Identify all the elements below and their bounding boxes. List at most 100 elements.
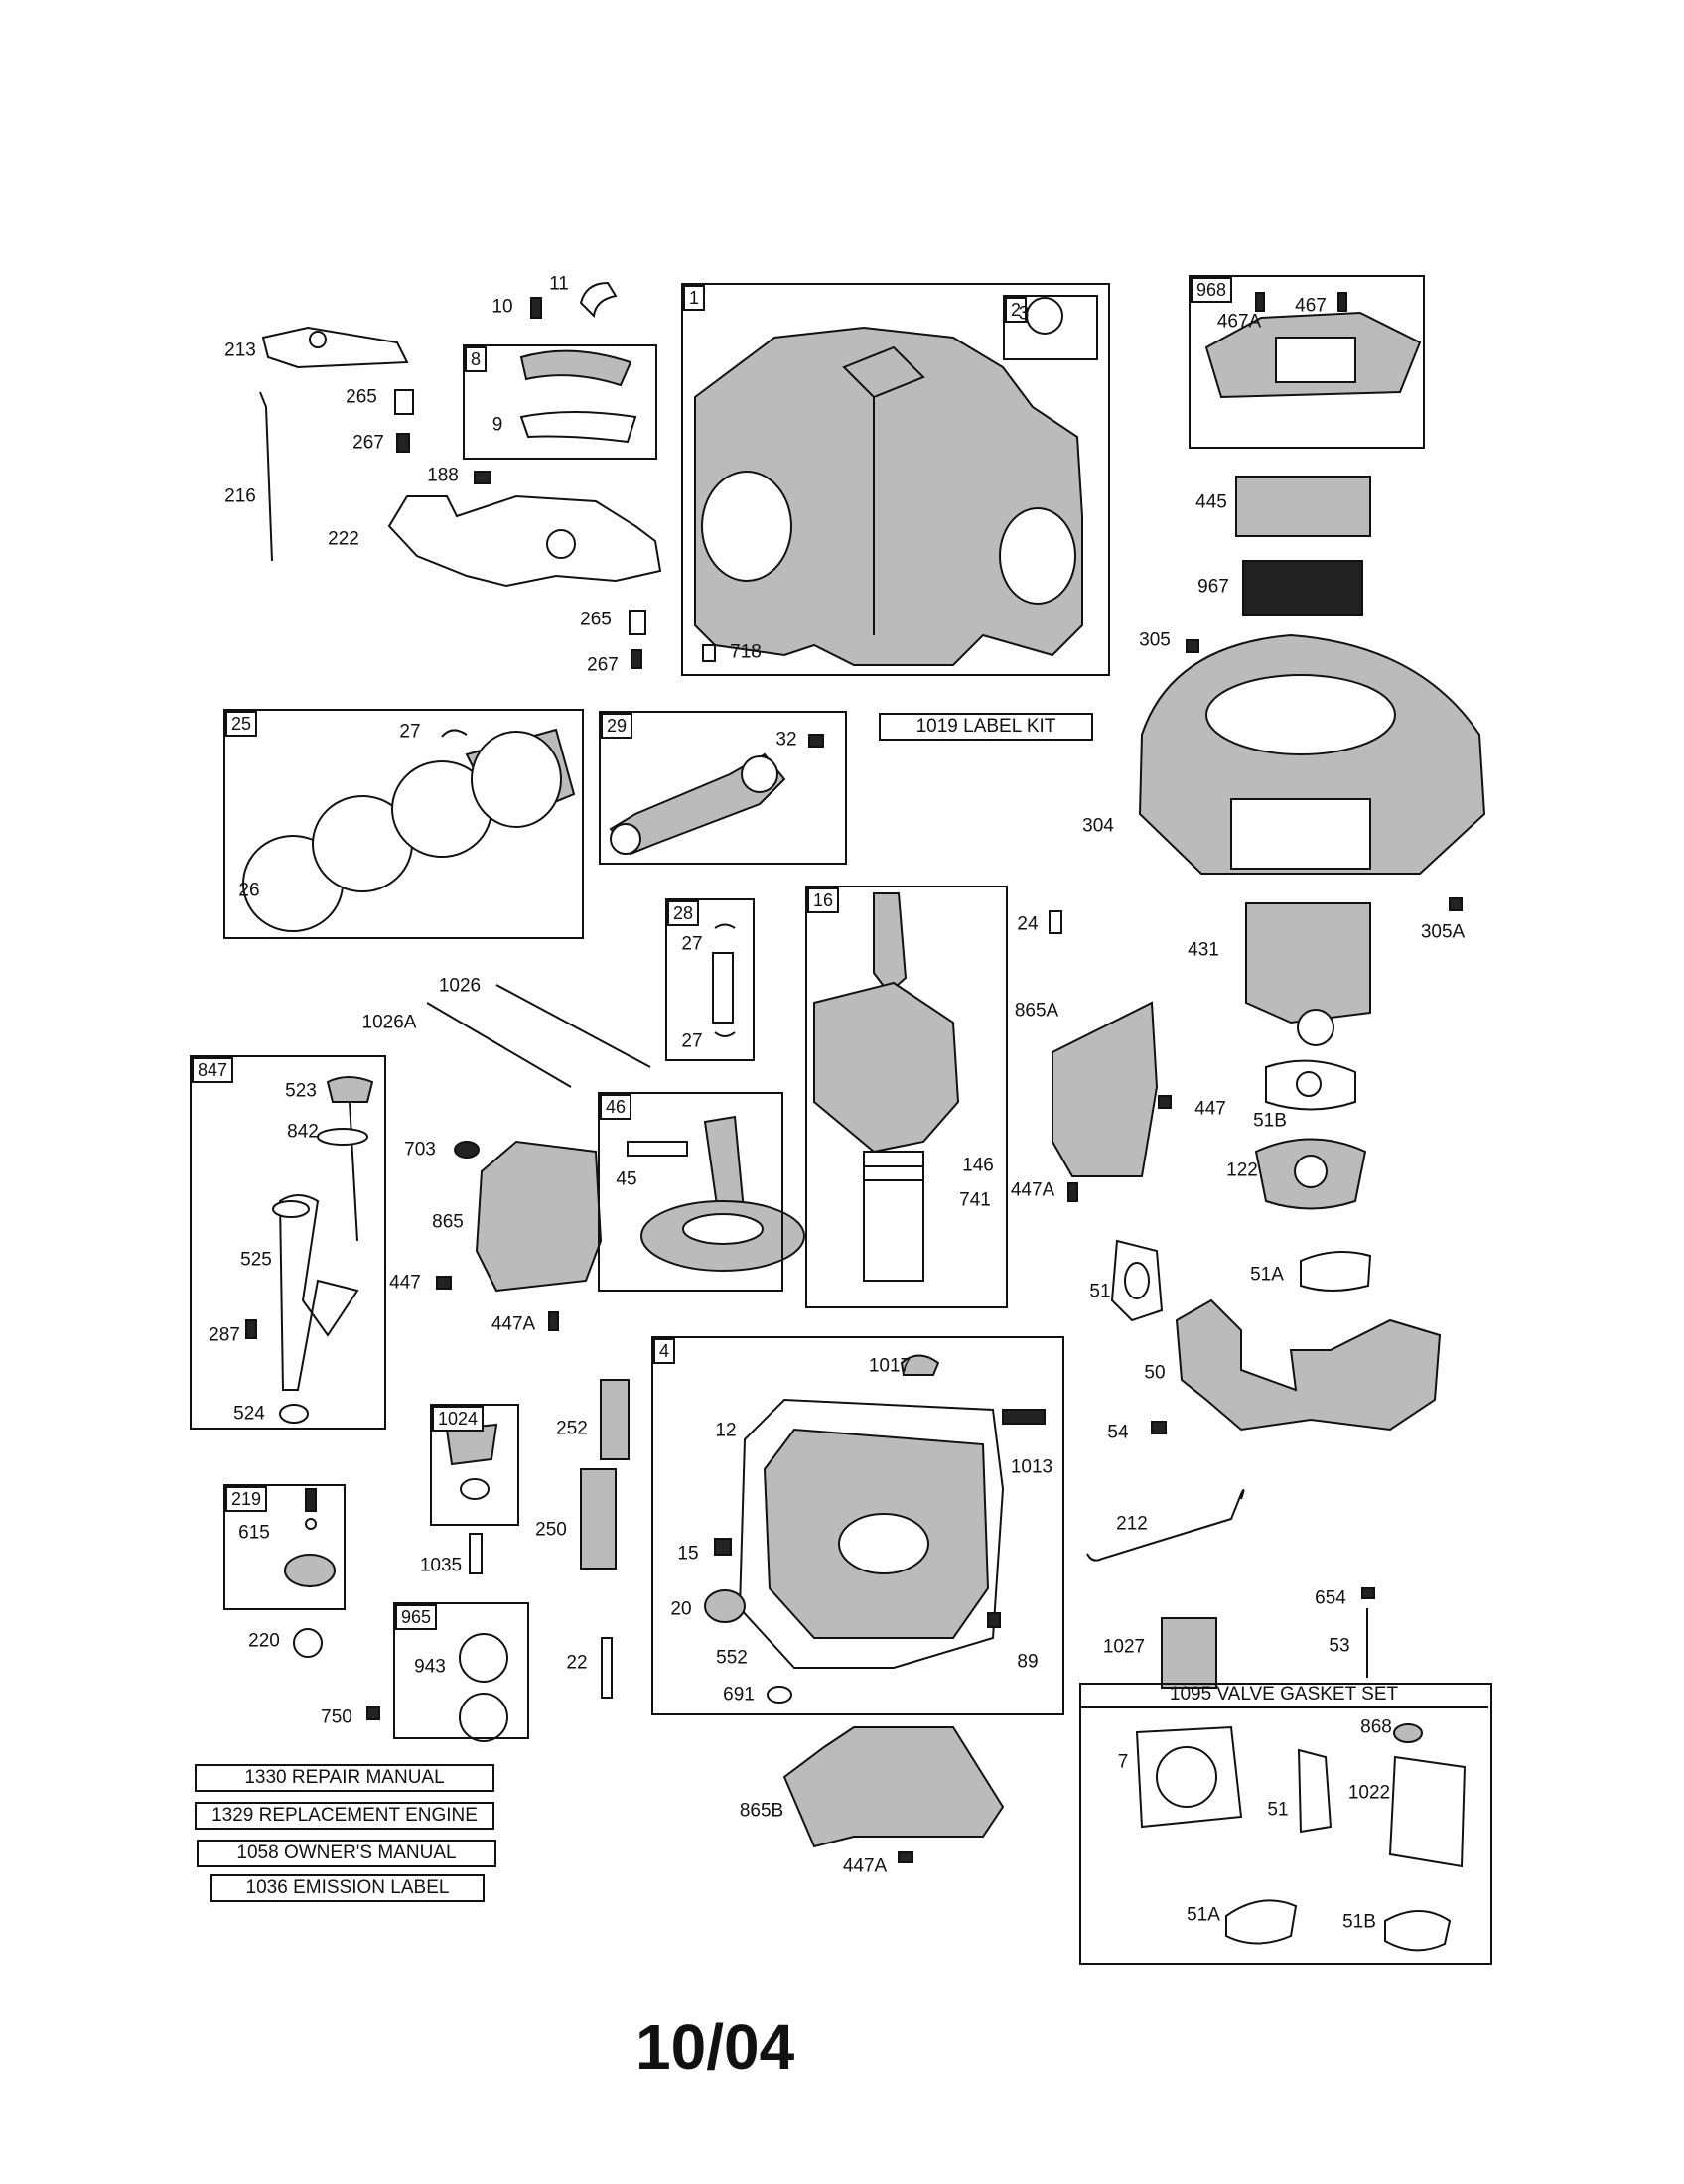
label-51B: 51B	[1253, 1110, 1287, 1132]
label-122: 122	[1226, 1160, 1258, 1181]
vgasket-7	[1135, 1725, 1243, 1829]
label-vgs-51B: 51B	[1342, 1911, 1376, 1933]
label-691: 691	[723, 1684, 755, 1706]
plug-15	[714, 1538, 732, 1556]
group-tag-25: 25	[225, 711, 258, 737]
label-vgs-51A: 51A	[1187, 1904, 1220, 1926]
label-445: 445	[1195, 491, 1227, 513]
label-865B: 865B	[739, 1800, 784, 1822]
plug-1017	[900, 1354, 940, 1376]
label-865: 865	[432, 1211, 464, 1233]
group-29-box	[599, 711, 847, 865]
label-11: 11	[549, 273, 569, 295]
screw-467A	[1255, 292, 1265, 312]
elbow-431	[1245, 902, 1371, 1024]
screw-447Al	[548, 1311, 559, 1331]
screw-54	[1151, 1421, 1167, 1434]
gasket-51	[1110, 1239, 1164, 1322]
label-447A-right: 447A	[1010, 1179, 1055, 1201]
label-1027: 1027	[1102, 1636, 1146, 1658]
label-267-bottom: 267	[587, 654, 619, 676]
label-447A-bottom: 447A	[842, 1855, 888, 1877]
rod-216	[259, 391, 273, 562]
prefilter-967	[1242, 560, 1363, 616]
group-tag-1: 1	[683, 285, 706, 311]
group-2-box	[1003, 295, 1098, 360]
sump-4	[738, 1398, 1005, 1669]
label-267-top: 267	[352, 432, 384, 454]
gasket-51B	[1265, 1059, 1356, 1111]
label-525: 525	[240, 1249, 272, 1271]
group-tag-1024: 1024	[432, 1406, 485, 1432]
screw-267a	[396, 433, 410, 453]
label-vgs-7: 7	[1117, 1751, 1129, 1773]
manifold-50	[1175, 1298, 1442, 1432]
piston-pin	[712, 952, 734, 1024]
group-16-box	[805, 886, 1008, 1308]
label-89: 89	[1017, 1651, 1039, 1673]
label-27-piston: 27	[399, 721, 421, 743]
group-46-box	[598, 1092, 783, 1292]
bolt-32	[808, 734, 824, 748]
replacement-engine-box: 1329 REPLACEMENT ENGINE	[195, 1802, 494, 1830]
shroud-865	[475, 1140, 603, 1293]
filter-445	[1235, 476, 1371, 537]
label-15: 15	[677, 1543, 699, 1565]
label-1013: 1013	[1010, 1456, 1053, 1478]
repair-manual-box: 1330 REPAIR MANUAL	[195, 1764, 494, 1792]
seal-20	[704, 1589, 746, 1623]
label-51: 51	[1089, 1281, 1111, 1302]
part-219	[305, 1488, 317, 1512]
group-tag-4: 4	[653, 1338, 676, 1364]
label-431: 431	[1188, 939, 1219, 961]
label-220: 220	[248, 1630, 280, 1652]
screw-305A	[1449, 897, 1463, 911]
group-219-box	[223, 1484, 346, 1610]
label-1017: 1017	[868, 1355, 912, 1377]
label-305A: 305A	[1420, 921, 1466, 943]
screw-10	[530, 297, 542, 319]
group-tag-968: 968	[1191, 277, 1233, 303]
label-50: 50	[1144, 1362, 1166, 1384]
label-654: 654	[1315, 1587, 1346, 1609]
plug-89	[987, 1612, 1001, 1628]
shroud-865A	[1052, 1001, 1159, 1177]
date-code: 10/04	[635, 2011, 795, 2083]
vgasket-51A	[1225, 1899, 1298, 1945]
group-4-box	[651, 1336, 1064, 1715]
plate-9	[519, 411, 637, 444]
bolt-22	[601, 1637, 613, 1699]
screw-267b	[631, 649, 642, 669]
label-10: 10	[491, 296, 513, 318]
label-1026A: 1026A	[361, 1012, 417, 1033]
label-865A: 865A	[1014, 1000, 1059, 1022]
label-22: 22	[566, 1652, 588, 1674]
valve-gasket-set-title: 1095 VALVE GASKET SET	[1079, 1683, 1488, 1708]
label-213: 213	[224, 340, 256, 361]
group-1-box	[681, 283, 1110, 676]
filter-1027	[1161, 1617, 1217, 1689]
elbow-11	[579, 281, 618, 319]
label-9: 9	[491, 414, 503, 436]
gasket-51A	[1300, 1251, 1372, 1292]
label-447-left: 447	[389, 1272, 421, 1294]
part-250	[580, 1468, 617, 1570]
label-20: 20	[670, 1598, 692, 1620]
lifter-45	[627, 1141, 688, 1157]
label-523: 523	[285, 1080, 317, 1102]
group-tag-8: 8	[465, 346, 488, 372]
piston-rings-25	[242, 728, 576, 932]
clip-27b	[714, 923, 736, 929]
dipstick-847	[272, 1076, 374, 1391]
dowel-24	[1049, 910, 1062, 934]
rod-1026	[495, 984, 651, 1068]
part-868	[1393, 1723, 1423, 1743]
part-265b	[629, 610, 646, 635]
label-vgs-868: 868	[1360, 1716, 1392, 1738]
label-1035: 1035	[419, 1555, 463, 1576]
emission-label-box: 1036 EMISSION LABEL	[210, 1874, 485, 1902]
label-943: 943	[414, 1656, 446, 1678]
label-26: 26	[238, 880, 260, 901]
label-12: 12	[715, 1420, 737, 1441]
rod-1026A	[426, 1002, 572, 1088]
